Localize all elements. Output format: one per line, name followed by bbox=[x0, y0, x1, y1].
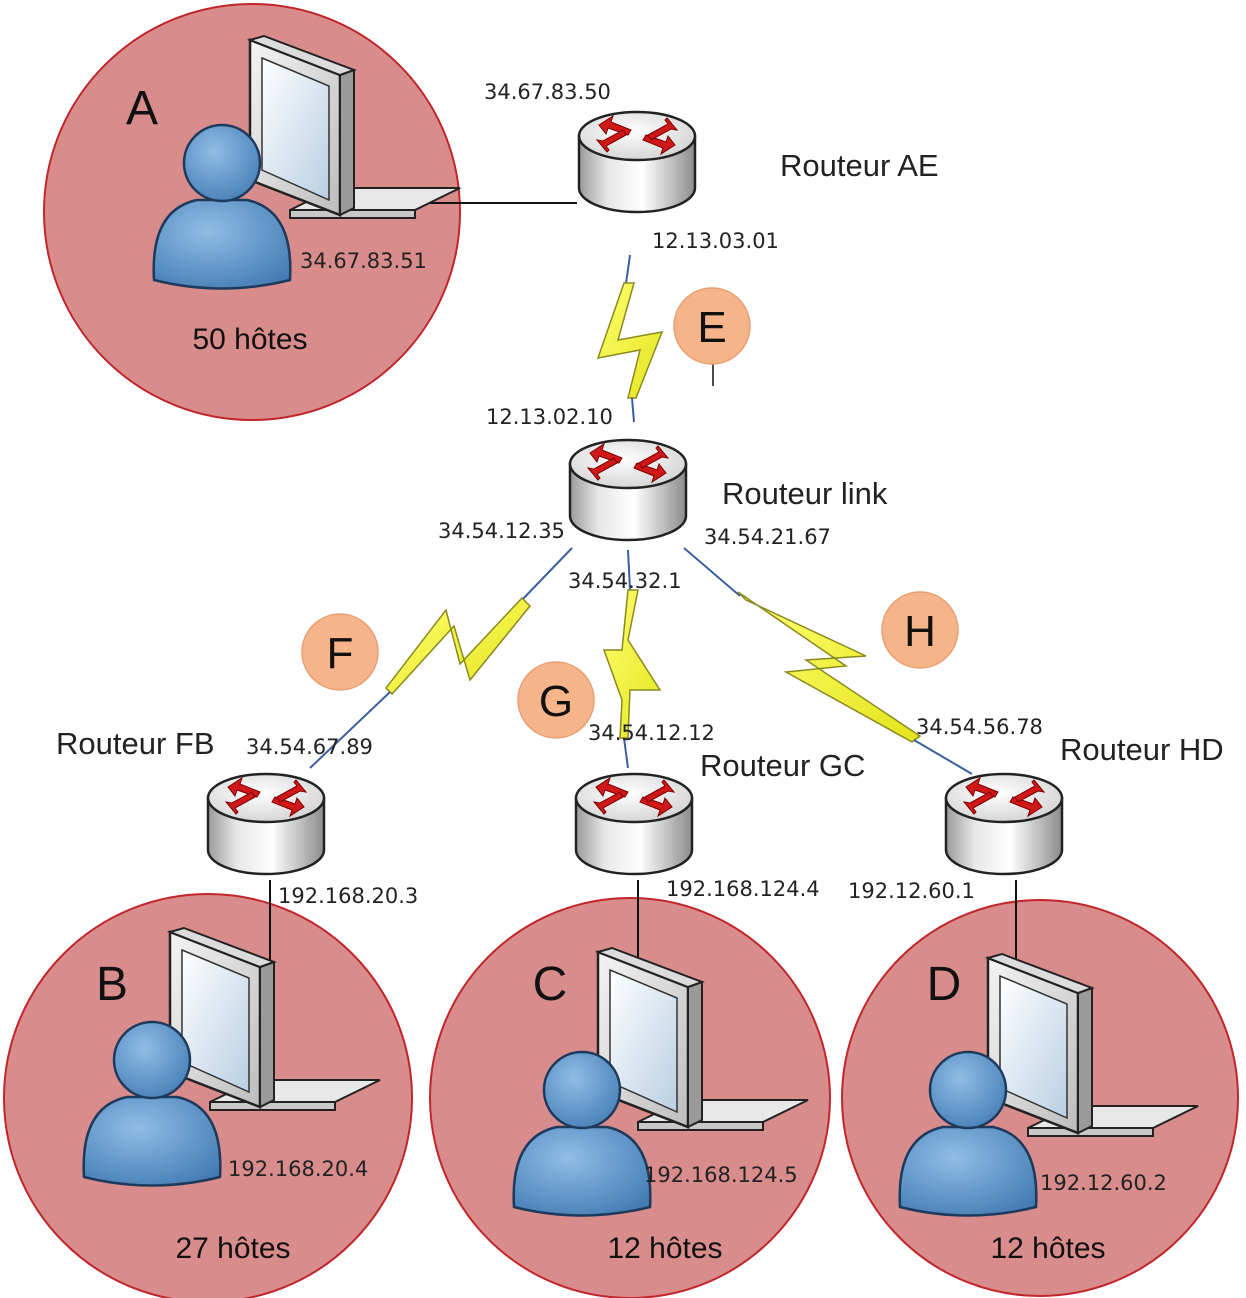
router-fb-icon bbox=[206, 772, 326, 876]
router-link-label: Routeur link bbox=[722, 476, 888, 511]
link-e-badge bbox=[673, 287, 751, 365]
router-ae-wan-ip: 12.13.03.01 bbox=[652, 229, 779, 253]
router-ae-label: Routeur AE bbox=[780, 148, 939, 183]
router-hd-lan-ip: 192.12.60.1 bbox=[848, 879, 975, 903]
link-f-label: F bbox=[327, 629, 354, 678]
network-b-circle bbox=[3, 893, 413, 1298]
host-b-ip: 192.168.20.4 bbox=[228, 1157, 368, 1181]
router-fb-lan-ip: 192.168.20.3 bbox=[278, 884, 418, 908]
network-a-hosts: 50 hôtes bbox=[192, 323, 307, 356]
router-hd-icon bbox=[944, 772, 1064, 876]
host-d-ip: 192.12.60.2 bbox=[1040, 1171, 1167, 1195]
link-h-badge bbox=[881, 591, 959, 669]
router-gc-label: Routeur GC bbox=[700, 748, 865, 783]
router-link-icon bbox=[568, 438, 688, 542]
router-link-ip-h: 34.54.21.67 bbox=[704, 525, 831, 549]
router-link-ip-e: 12.13.02.10 bbox=[486, 405, 613, 429]
network-b-letter: B bbox=[96, 958, 128, 1011]
router-gc-wan-ip: 34.54.12.12 bbox=[588, 721, 715, 745]
serial-link-e bbox=[596, 254, 664, 423]
serial-link-g bbox=[602, 549, 662, 769]
router-link-ip-g: 34.54.32.1 bbox=[568, 569, 682, 593]
host-c-ip: 192.168.124.5 bbox=[644, 1163, 798, 1187]
router-fb-wan-ip: 34.54.67.89 bbox=[246, 735, 373, 759]
router-gc-lan-ip: 192.168.124.4 bbox=[666, 877, 820, 901]
link-h-label: H bbox=[904, 607, 936, 656]
link-e-label: E bbox=[697, 303, 726, 352]
router-ae-lan-ip: 34.67.83.50 bbox=[484, 80, 611, 104]
network-a-letter: A bbox=[126, 82, 158, 135]
router-gc-icon bbox=[574, 772, 694, 876]
network-b-hosts: 27 hôtes bbox=[175, 1232, 290, 1265]
serial-link-h bbox=[683, 547, 973, 775]
network-c-hosts: 12 hôtes bbox=[607, 1232, 722, 1265]
link-f-badge bbox=[301, 613, 379, 691]
host-a-ip: 34.67.83.51 bbox=[300, 249, 427, 273]
serial-link-f bbox=[309, 547, 573, 769]
link-g-label: G bbox=[539, 677, 573, 726]
network-c-letter: C bbox=[533, 958, 568, 1011]
router-hd-label: Routeur HD bbox=[1060, 732, 1224, 767]
network-d-hosts: 12 hôtes bbox=[990, 1232, 1105, 1265]
router-link-ip-f: 34.54.12.35 bbox=[438, 519, 565, 543]
router-ae-icon bbox=[577, 110, 697, 214]
network-d-letter: D bbox=[927, 958, 962, 1011]
link-g-badge bbox=[517, 661, 595, 739]
router-hd-wan-ip: 34.54.56.78 bbox=[916, 715, 1043, 739]
router-fb-label: Routeur FB bbox=[56, 726, 215, 761]
